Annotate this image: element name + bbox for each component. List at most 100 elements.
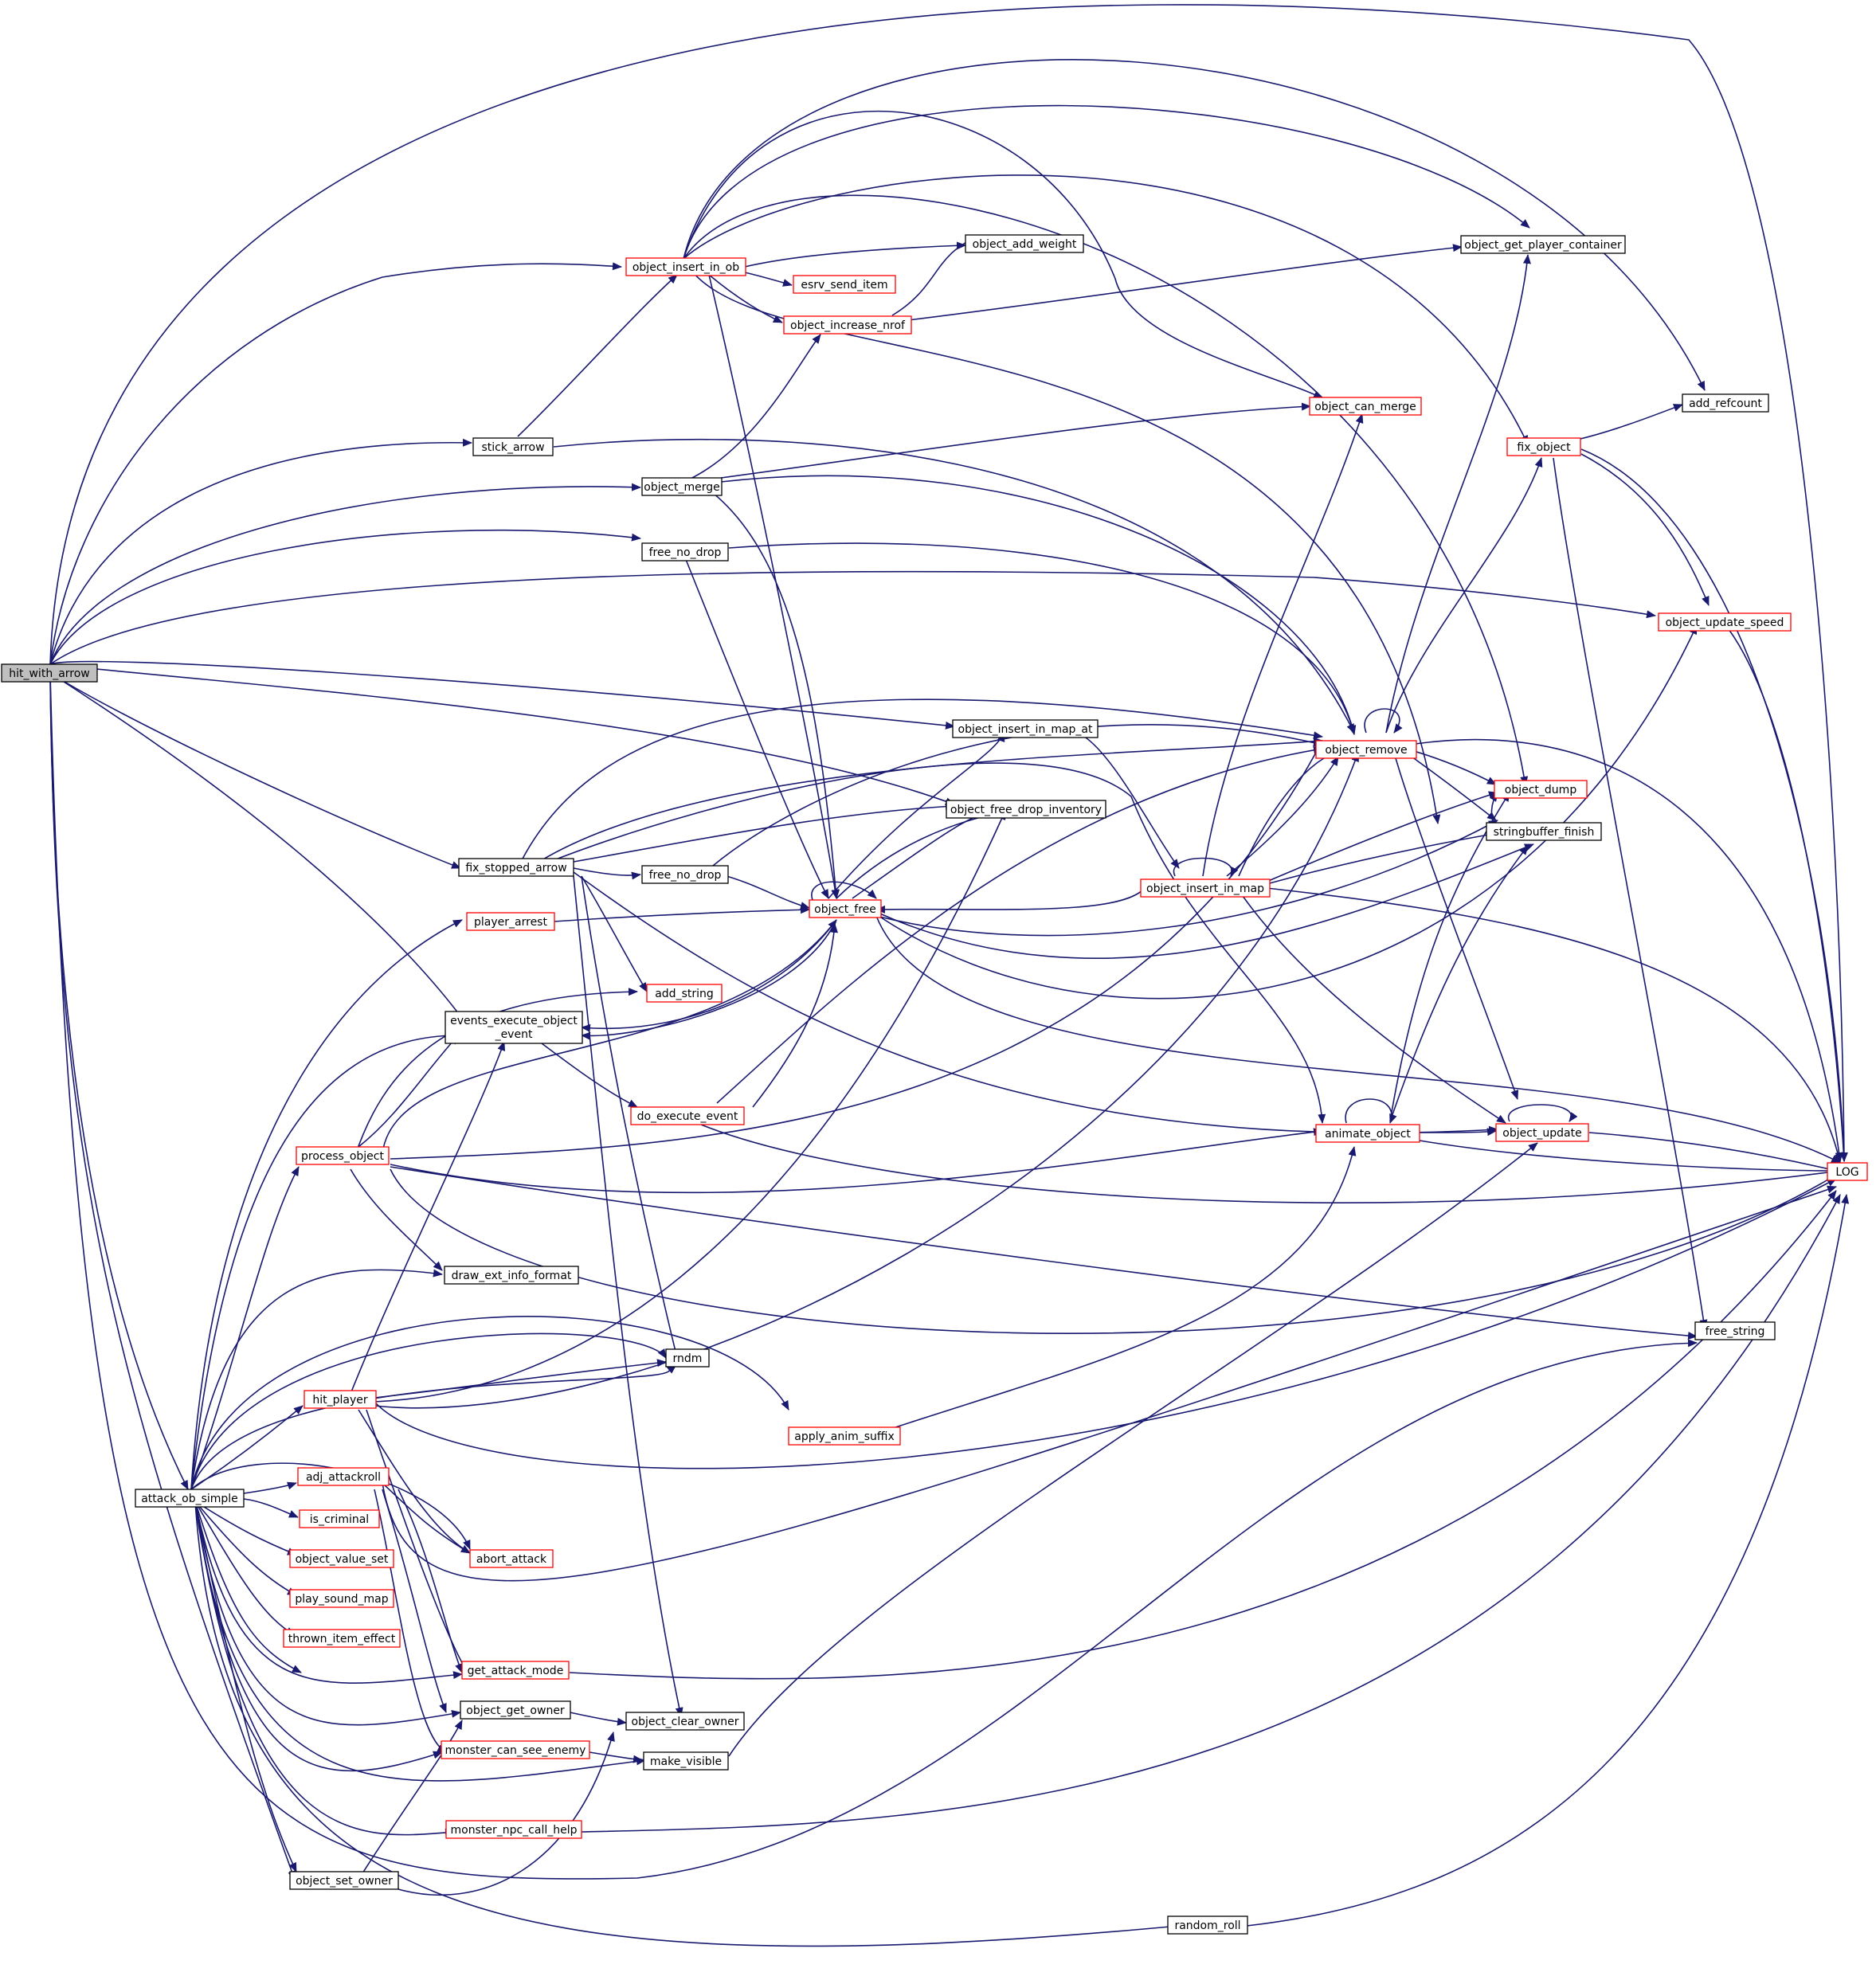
node-label: object_free_drop_inventory [950, 804, 1102, 816]
node-label: free_no_drop [649, 546, 722, 559]
node-stick-arrow[interactable]: stick_arrow [472, 437, 554, 456]
node-rndm[interactable]: rndm [665, 1348, 710, 1368]
node-label: object_value_set [296, 1553, 389, 1566]
node-object-insert-in-ob[interactable]: object_insert_in_ob [625, 257, 746, 276]
node-object-free[interactable]: object_free [809, 899, 882, 918]
node-label: object_can_merge [1314, 401, 1416, 413]
node-get-attack-mode[interactable]: get_attack_mode [461, 1661, 570, 1680]
node-object-update[interactable]: object_update [1495, 1123, 1589, 1142]
node-label: object_remove [1325, 744, 1407, 757]
node-play-sound-map[interactable]: play_sound_map [289, 1589, 394, 1608]
node-fix-stopped-arrow[interactable]: fix_stopped_arrow [458, 858, 574, 877]
node-label: object_insert_in_map [1146, 882, 1264, 895]
node-label: do_execute_event [637, 1110, 738, 1123]
node-label: stringbuffer_finish [1494, 826, 1595, 839]
node-free-string[interactable]: free_string [1694, 1321, 1776, 1340]
node-label: apply_anim_suffix [794, 1430, 895, 1443]
edges [49, 4, 1850, 1947]
node-label: abort_attack [476, 1553, 547, 1566]
node-label: get_attack_mode [468, 1665, 564, 1677]
node-label: object_update [1502, 1127, 1581, 1140]
node-label: process_object [301, 1150, 384, 1163]
node-object-get-owner[interactable]: object_get_owner [460, 1700, 571, 1720]
node-object-insert-in-map[interactable]: object_insert_in_map [1140, 878, 1271, 898]
node-label: object_insert_in_map_at [958, 723, 1094, 736]
node-object-increase-nrof[interactable]: object_increase_nrof [783, 315, 912, 335]
node-object-clear-owner[interactable]: object_clear_owner [625, 1712, 745, 1731]
node-label: make_visible [650, 1755, 722, 1768]
node-object-update-speed[interactable]: object_update_speed [1658, 612, 1792, 632]
node-label: draw_ext_info_format [452, 1270, 572, 1282]
node-adj-attackroll[interactable]: adj_attackroll [297, 1467, 390, 1486]
node-draw-ext-info-format[interactable]: draw_ext_info_format [444, 1266, 579, 1285]
node-label: object_add_weight [973, 238, 1077, 251]
node-label: rndm [673, 1352, 703, 1365]
node-animate-object[interactable]: animate_object [1315, 1124, 1420, 1143]
node-object-add-weight[interactable]: object_add_weight [965, 234, 1084, 253]
node-object-can-merge[interactable]: object_can_merge [1309, 397, 1422, 416]
node-label: animate_object [1325, 1128, 1411, 1141]
node-free-no-drop-1[interactable]: free_no_drop [641, 542, 729, 562]
node-label: events_execute_object [450, 1015, 578, 1027]
node-label: fix_object [1517, 441, 1571, 454]
node-object-insert-in-map-at[interactable]: object_insert_in_map_at [952, 719, 1099, 738]
node-label: stick_arrow [481, 441, 544, 454]
node-label: object_clear_owner [632, 1716, 739, 1728]
node-abort-attack[interactable]: abort_attack [469, 1549, 554, 1568]
node-label: monster_can_see_enemy [445, 1744, 586, 1757]
nodes: hit_with_arrow object_insert_in_ob esrv_… [1, 234, 1868, 1935]
node-object-merge[interactable]: object_merge [641, 477, 723, 496]
node-label: thrown_item_effect [288, 1633, 396, 1645]
node-add-refcount[interactable]: add_refcount [1682, 393, 1769, 413]
node-label-continued: _event [495, 1028, 533, 1041]
node-random-roll[interactable]: random_roll [1167, 1915, 1248, 1935]
node-label: LOG [1835, 1166, 1858, 1179]
node-is-criminal[interactable]: is_criminal [299, 1509, 380, 1528]
node-thrown-item-effect[interactable]: thrown_item_effect [283, 1629, 401, 1648]
node-monster-can-see-enemy[interactable]: monster_can_see_enemy [441, 1740, 590, 1759]
node-label: object_update_speed [1666, 616, 1784, 629]
node-label: free_no_drop [649, 869, 722, 882]
node-label: free_string [1706, 1325, 1765, 1338]
node-label: object_get_owner [466, 1704, 565, 1717]
node-object-set-owner[interactable]: object_set_owner [289, 1871, 399, 1890]
node-label: hit_player [312, 1394, 368, 1407]
node-label: adj_attackroll [306, 1471, 381, 1484]
node-label: object_set_owner [296, 1875, 393, 1888]
node-do-execute-event[interactable]: do_execute_event [630, 1106, 745, 1125]
node-add-string[interactable]: add_string [646, 984, 723, 1003]
node-label: attack_ob_simple [141, 1493, 238, 1505]
node-label: esrv_send_item [801, 279, 887, 292]
node-log[interactable]: LOG [1827, 1162, 1868, 1181]
node-object-value-set[interactable]: object_value_set [289, 1549, 394, 1568]
node-events-execute-object-event[interactable]: events_execute_object _event [445, 1011, 583, 1044]
node-object-free-drop-inventory[interactable]: object_free_drop_inventory [946, 800, 1106, 819]
node-label: object_increase_nrof [790, 319, 906, 332]
node-monster-npc-call-help[interactable]: monster_npc_call_help [445, 1820, 582, 1839]
node-apply-anim-suffix[interactable]: apply_anim_suffix [788, 1426, 901, 1446]
node-label: hit_with_arrow [9, 667, 90, 680]
node-make-visible[interactable]: make_visible [643, 1751, 729, 1771]
node-free-no-drop-2[interactable]: free_no_drop [641, 865, 729, 884]
node-label: random_roll [1174, 1919, 1240, 1932]
node-object-remove[interactable]: object_remove [1315, 740, 1417, 759]
node-fix-object[interactable]: fix_object [1506, 437, 1581, 456]
node-label: object_dump [1505, 784, 1577, 796]
node-label: monster_npc_call_help [450, 1824, 577, 1837]
node-label: object_merge [644, 481, 719, 494]
node-object-dump[interactable]: object_dump [1494, 780, 1588, 799]
node-hit-with-arrow[interactable]: hit_with_arrow [1, 663, 98, 683]
node-process-object[interactable]: process_object [296, 1146, 390, 1165]
node-label: add_refcount [1689, 397, 1762, 410]
node-label: player_arrest [474, 916, 547, 929]
node-object-get-player-container[interactable]: object_get_player_container [1460, 235, 1626, 254]
node-attack-ob-simple[interactable]: attack_ob_simple [135, 1489, 245, 1508]
node-label: object_get_player_container [1464, 239, 1622, 252]
node-label: play_sound_map [295, 1593, 388, 1606]
node-stringbuffer-finish[interactable]: stringbuffer_finish [1486, 822, 1602, 841]
node-label: object_free [814, 903, 876, 916]
node-player-arrest[interactable]: player_arrest [466, 912, 555, 931]
node-hit-player[interactable]: hit_player [304, 1390, 377, 1409]
node-esrv-send-item[interactable]: esrv_send_item [793, 275, 896, 294]
